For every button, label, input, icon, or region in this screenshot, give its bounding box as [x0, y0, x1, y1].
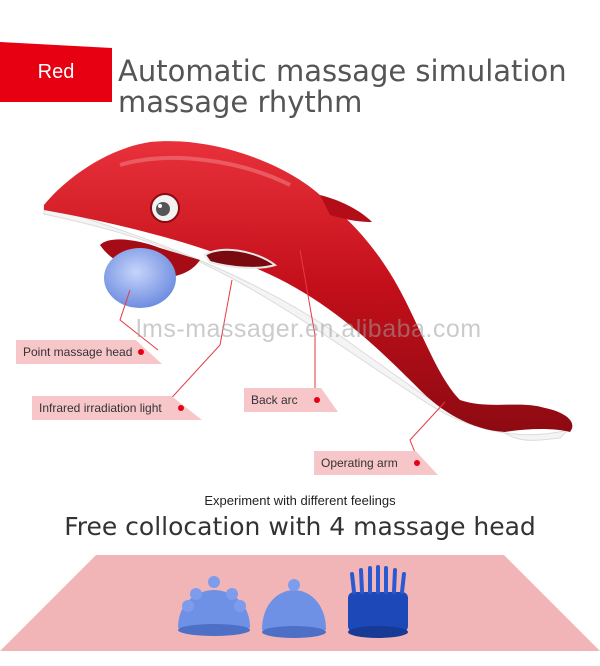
callout-label: Back arc — [251, 393, 298, 407]
section-subtitle: Experiment with different feelings — [204, 493, 396, 508]
massage-head-brush — [348, 565, 408, 638]
massage-ball — [104, 248, 176, 308]
callout-dot — [178, 405, 184, 411]
callout-label: Operating arm — [321, 456, 398, 470]
massage-head-knobs — [178, 576, 250, 636]
dolphin-fin — [320, 195, 372, 222]
callout-back-arc: Back arc — [244, 388, 338, 412]
callout-label: Point massage head — [23, 345, 133, 359]
callout-label: Infrared irradiation light — [39, 401, 162, 415]
headline: Automatic massage simulation massage rhy… — [118, 56, 567, 118]
color-tag: Red — [0, 42, 112, 102]
massage-head-dome — [262, 579, 326, 638]
callout-operating-arm: Operating arm — [314, 451, 438, 475]
headline-line-2: massage rhythm — [118, 85, 363, 119]
callout-point-massage-head: Point massage head — [16, 340, 162, 364]
section-title: Free collocation with 4 massage head — [64, 512, 536, 541]
callout-infrared-light: Infrared irradiation light — [32, 396, 202, 420]
infrared-window — [203, 248, 278, 269]
callout-dot — [314, 397, 320, 403]
headline-line-1: Automatic massage simulation — [118, 54, 567, 88]
color-tag-label: Red — [37, 60, 75, 83]
callout-dot — [414, 460, 420, 466]
dolphin-massager-illustration — [43, 141, 573, 466]
callout-dot — [138, 349, 144, 355]
watermark: lms-massager.en.alibaba.com — [136, 315, 482, 343]
